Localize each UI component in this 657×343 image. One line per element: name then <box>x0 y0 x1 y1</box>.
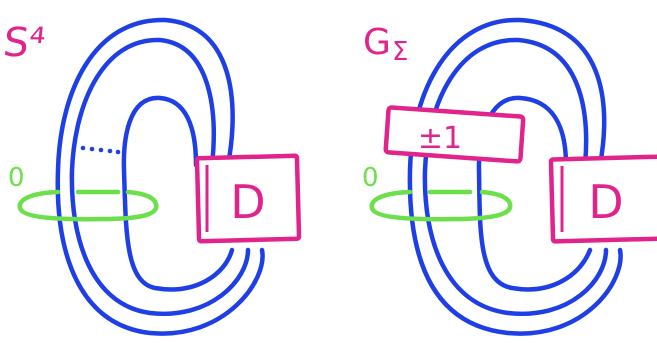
zero-framed-unknot <box>17 189 159 222</box>
middle-strand <box>69 37 251 317</box>
right-panel: G Σ 0 ±1 D <box>362 17 657 336</box>
right-panel-title-subscript: Σ <box>392 37 408 67</box>
left-panel: S⁴ 0 D <box>1 17 302 336</box>
inner-strand <box>121 95 235 292</box>
ellipsis-dots <box>80 145 121 155</box>
right-box-label: D <box>588 175 623 229</box>
zero-framed-unknot <box>369 189 513 222</box>
outer-strand <box>407 17 623 336</box>
twist-box <box>383 105 526 164</box>
twist-box-label: ±1 <box>418 121 462 156</box>
middle-strand <box>422 37 609 317</box>
outer-strand <box>55 17 265 336</box>
right-d-box <box>548 154 657 244</box>
inner-strand <box>476 95 593 292</box>
left-panel-title: S⁴ <box>1 20 47 66</box>
left-framing-label: 0 <box>8 163 25 193</box>
left-box-label: D <box>230 175 265 229</box>
right-panel-title: G <box>363 22 391 63</box>
left-d-box <box>194 153 302 244</box>
right-framing-label: 0 <box>362 163 379 193</box>
